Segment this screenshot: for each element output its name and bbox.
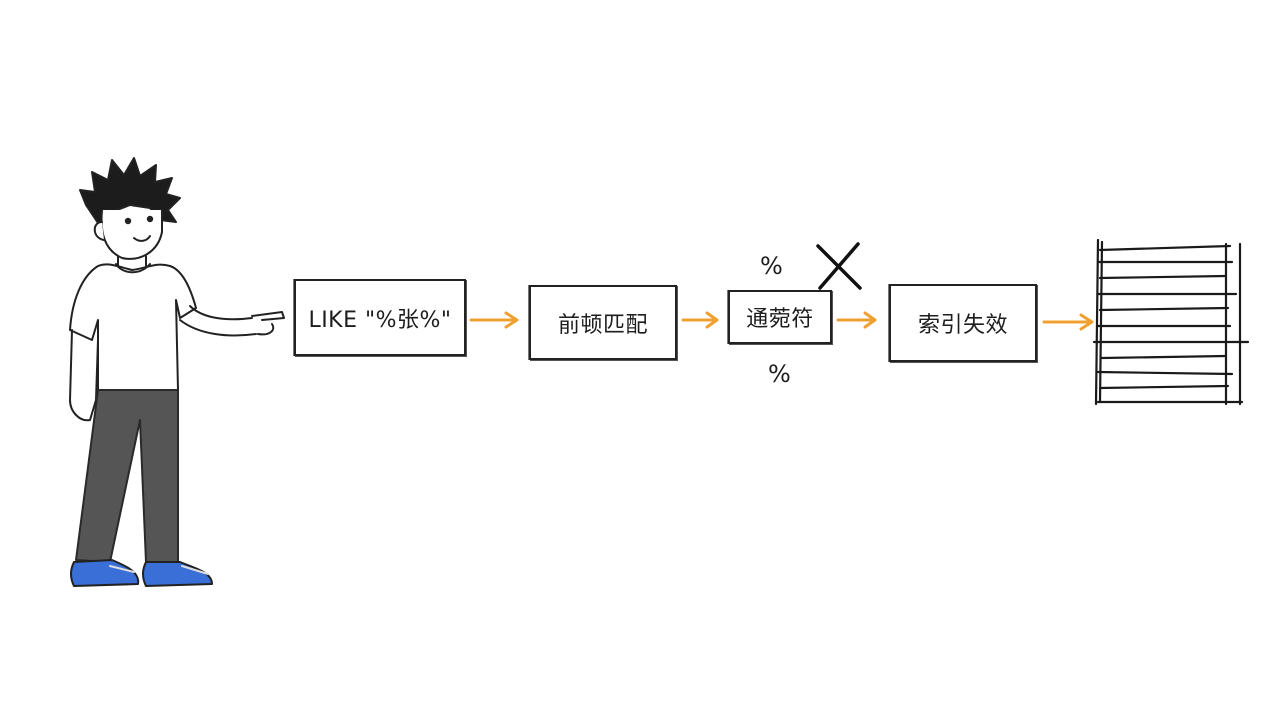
step-like-query-label: LIKE "%张%" <box>308 307 452 333</box>
step-prefix-match-label: 前顿匹配 <box>557 312 648 338</box>
step-index-failure: 索引失效 <box>889 284 1037 362</box>
arrow-1-icon <box>469 311 519 329</box>
table-grid-icon <box>1092 238 1250 406</box>
step-wildcard-label: 通菀符 <box>746 307 814 332</box>
wildcard-mark-bottom: % <box>768 360 791 388</box>
arrow-3-icon <box>836 311 877 329</box>
arrow-4-icon <box>1042 313 1094 331</box>
step-prefix-match: 前顿匹配 <box>529 285 677 360</box>
step-like-query: LIKE "%张%" <box>294 279 466 356</box>
cross-mark-icon <box>816 242 862 290</box>
arrow-2-icon <box>681 311 719 329</box>
wildcard-mark-top: % <box>760 252 783 280</box>
step-wildcard: 通菀符 <box>728 290 832 344</box>
step-index-failure-label: 索引失效 <box>917 313 1008 338</box>
